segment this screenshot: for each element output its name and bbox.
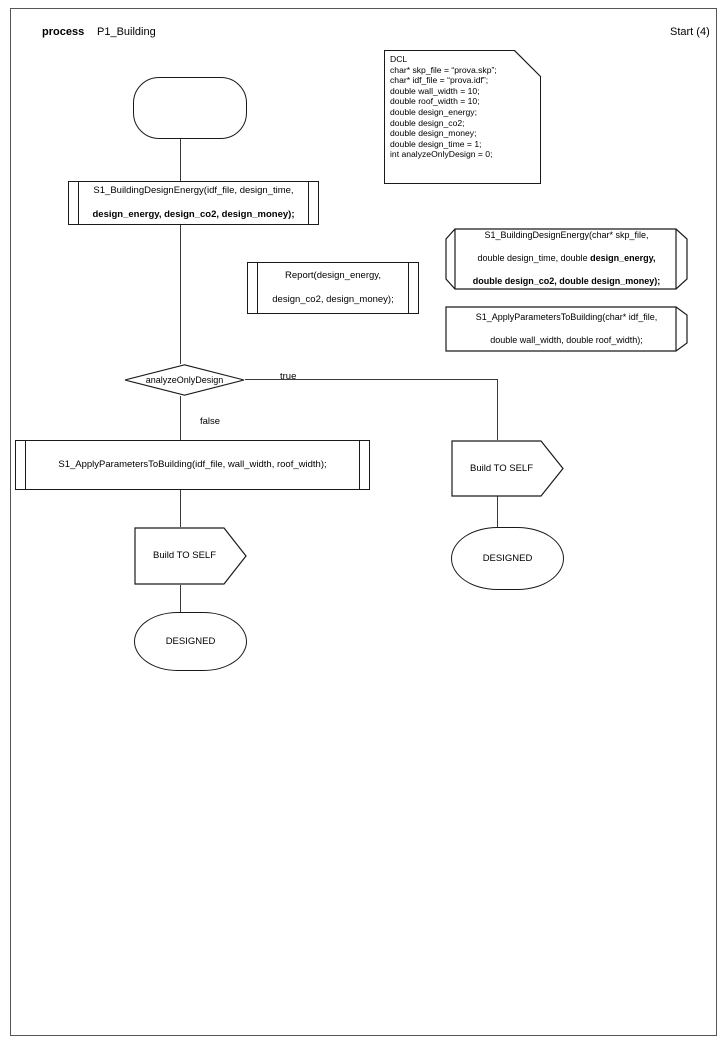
- call-apply-parameters-label: S1_ApplyParametersToBuilding(idf_file, w…: [58, 459, 327, 470]
- call-building-design-energy[interactable]: S1_BuildingDesignEnergy(idf_file, design…: [68, 181, 319, 225]
- connector-true-vertical: [497, 379, 498, 440]
- connector-true-horizontal: [245, 379, 498, 380]
- dcl-note: DCL char* skp_file = “prova.skp”; char* …: [384, 49, 541, 184]
- connector-call-to-decision: [180, 224, 181, 364]
- diagram-page: process P1_Building Start (4) DCL char* …: [10, 8, 717, 1036]
- connector-build-to-designed-right: [497, 496, 498, 527]
- pentagon-arrow-icon-left: [134, 527, 247, 585]
- call-building-design-energy-label: S1_BuildingDesignEnergy(idf_file, design…: [69, 182, 318, 224]
- decision-analyze-only-design[interactable]: analyzeOnlyDesign: [124, 364, 245, 396]
- designed-terminator-right[interactable]: DESIGNED: [451, 527, 564, 590]
- annotation-signature-building-design-energy: S1_BuildingDesignEnergy(char* skp_file, …: [445, 228, 688, 290]
- pentagon-arrow-icon-right: [451, 440, 564, 497]
- connector-build-to-designed-left: [180, 585, 181, 612]
- call-report-label: Report(design_energy, design_co2, design…: [248, 263, 418, 313]
- designed-terminator-left[interactable]: DESIGNED: [134, 612, 247, 671]
- annotation-frame-icon: [445, 228, 688, 290]
- connector-apply-to-build-left: [180, 490, 181, 527]
- decision-diamond-icon: [124, 364, 245, 396]
- build-to-self-right[interactable]: Build TO SELF: [451, 440, 564, 497]
- call-report-line2: design_co2, design_money);: [272, 294, 394, 305]
- dcl-note-text: DCL char* skp_file = “prova.skp”; char* …: [390, 54, 497, 160]
- annotation-frame-icon-2: [445, 306, 688, 352]
- call-bde-line2: design_energy, design_co2, design_money)…: [92, 209, 295, 220]
- edge-label-false: false: [200, 416, 221, 427]
- note-fold-icon: [513, 49, 541, 77]
- build-to-self-left[interactable]: Build TO SELF: [134, 527, 247, 585]
- start-count-label: Start (4): [670, 26, 710, 38]
- call-report-line1: Report(design_energy,: [285, 270, 381, 281]
- designed-right-label: DESIGNED: [482, 552, 533, 564]
- connector-false-to-apply: [180, 396, 181, 440]
- call-apply-parameters-to-building[interactable]: S1_ApplyParametersToBuilding(idf_file, w…: [15, 440, 370, 490]
- edge-label-true: true: [280, 371, 297, 382]
- annotation-signature-apply-parameters: S1_ApplyParametersToBuilding(char* idf_f…: [445, 306, 688, 352]
- connector-start-to-call: [180, 139, 181, 181]
- diagram-name-label: P1_Building: [97, 26, 156, 38]
- start-terminator-label: [134, 78, 246, 138]
- call-bde-line1: S1_BuildingDesignEnergy(idf_file, design…: [93, 185, 294, 196]
- diagram-kind-label: process: [42, 26, 85, 38]
- call-report[interactable]: Report(design_energy, design_co2, design…: [247, 262, 419, 314]
- start-terminator[interactable]: [133, 77, 247, 139]
- designed-left-label: DESIGNED: [165, 635, 216, 647]
